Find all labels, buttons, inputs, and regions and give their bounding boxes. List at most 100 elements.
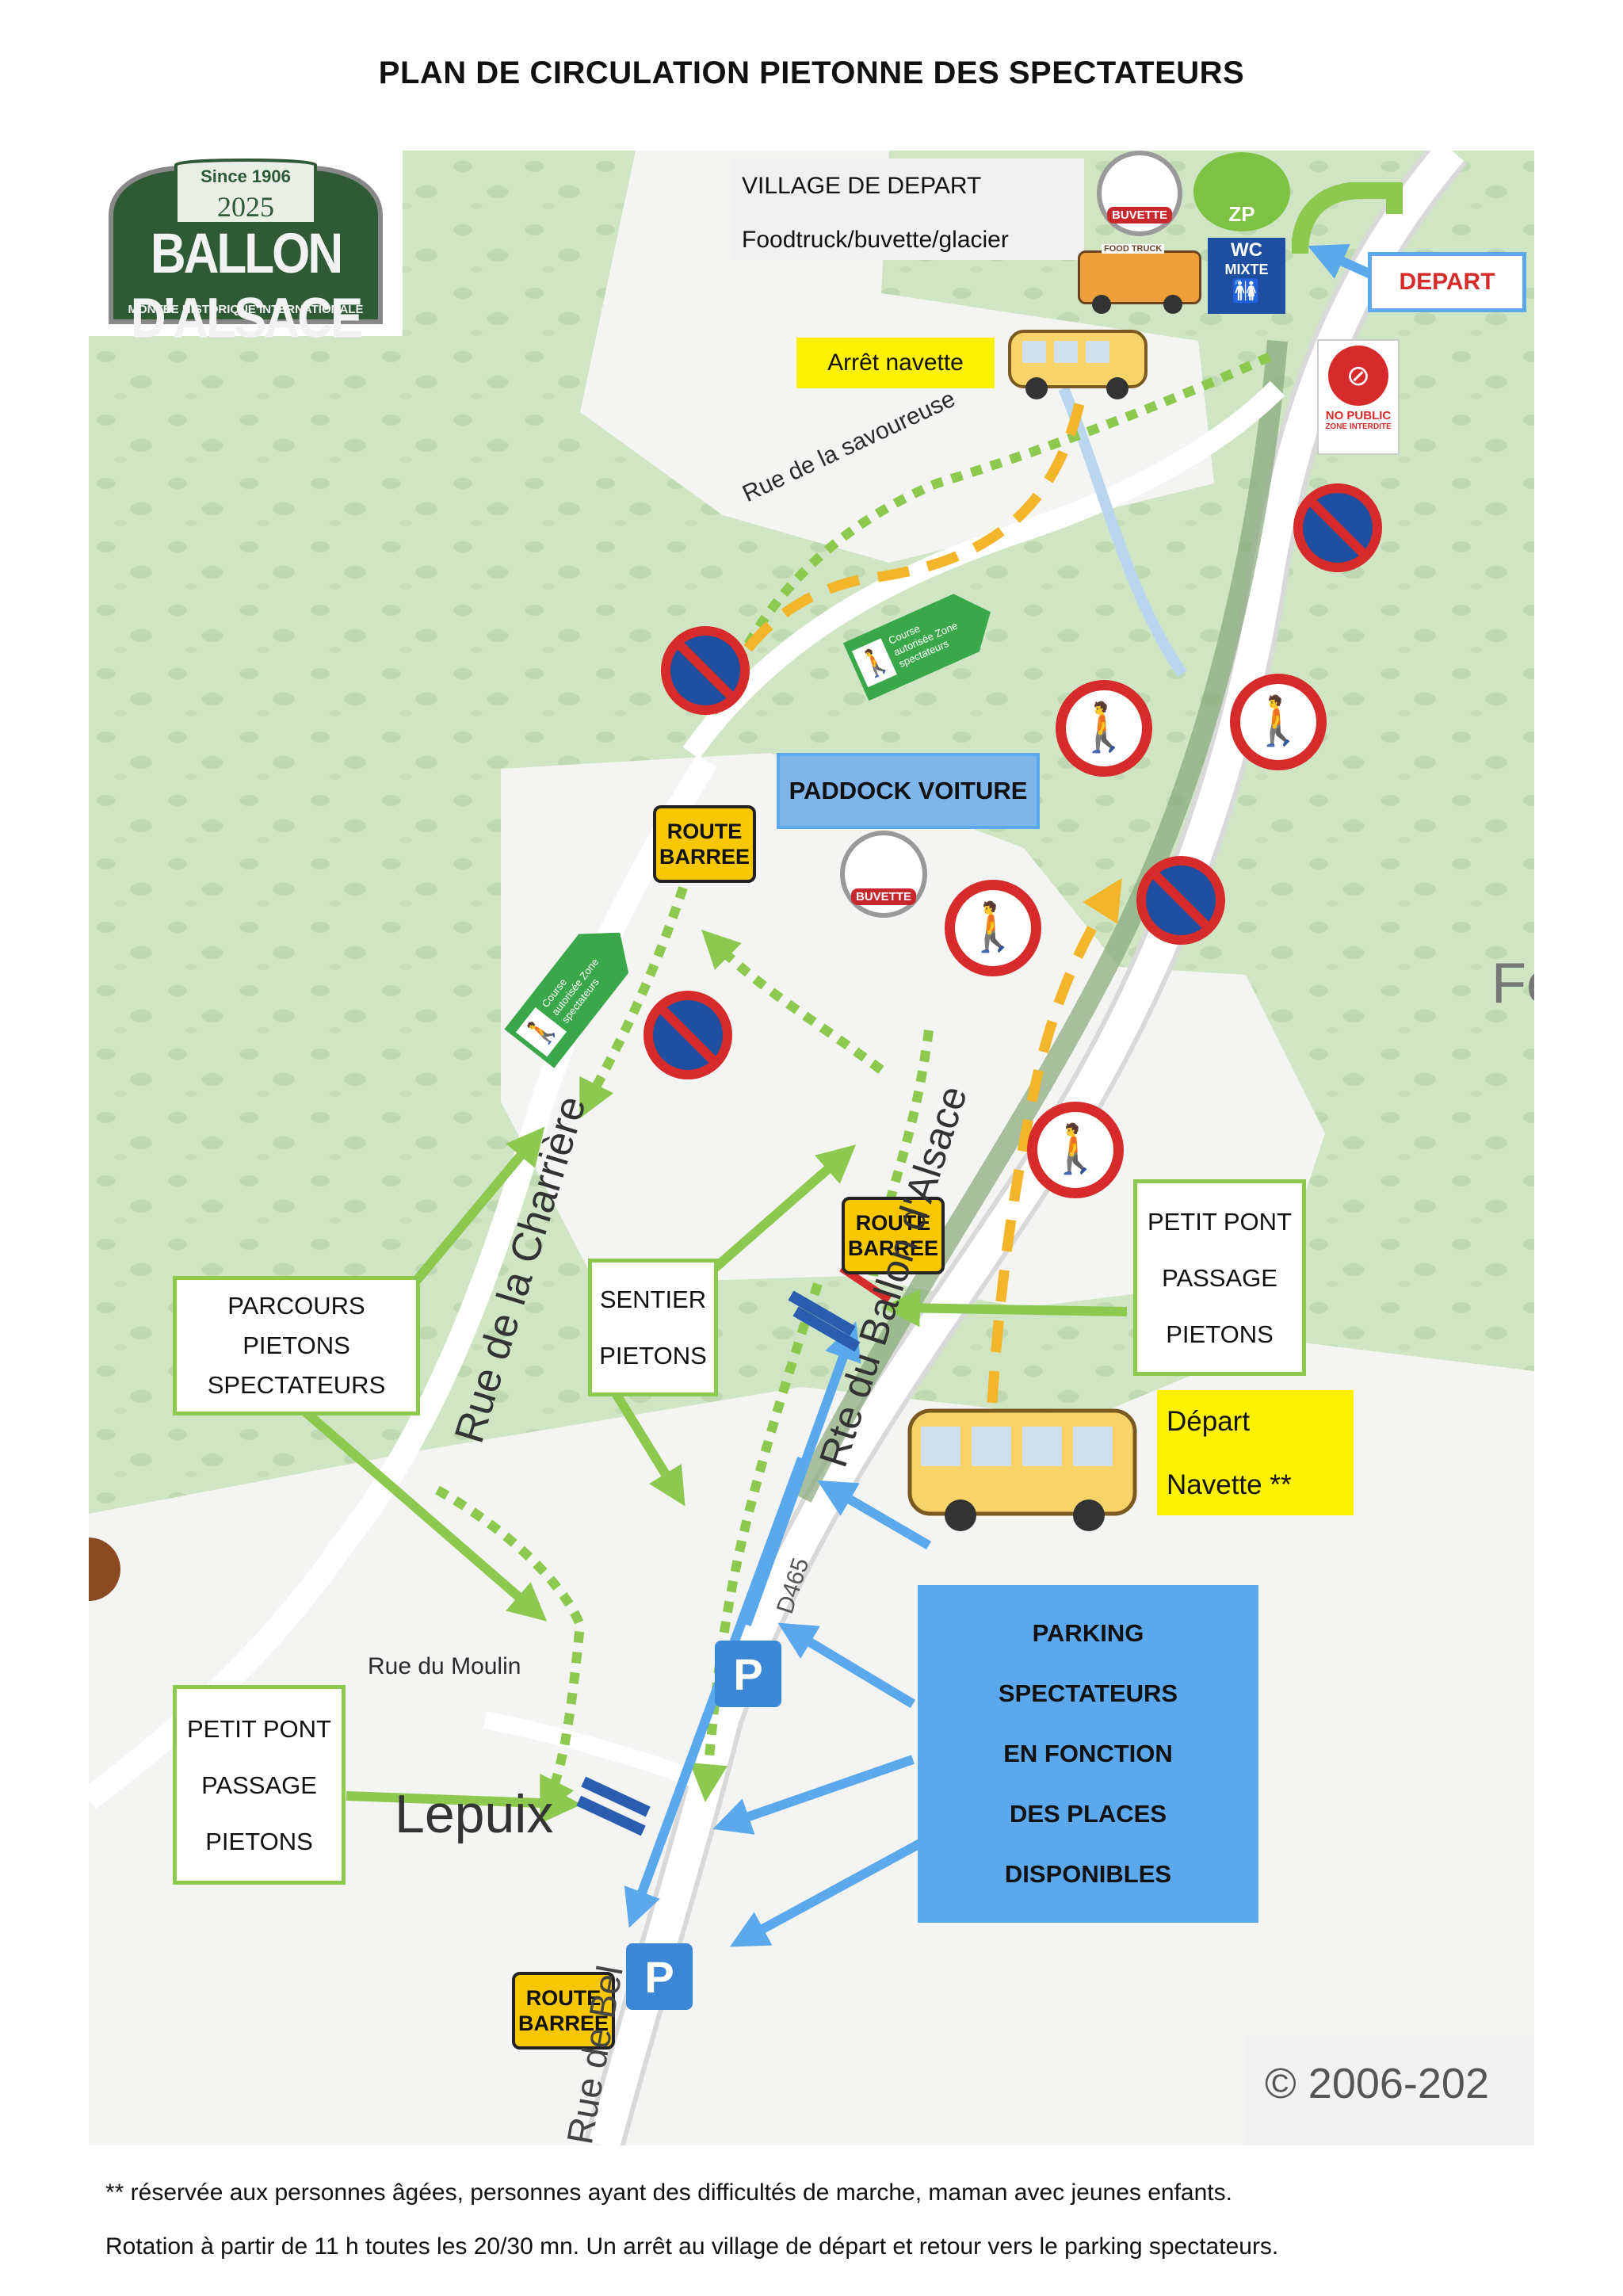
parking-line2: SPECTATEURS (998, 1679, 1178, 1707)
footer-note-1: ** réservée aux personnes âgées, personn… (105, 2179, 1232, 2206)
blue-arrow-1 (817, 1480, 932, 1550)
logo-year: 2025 (217, 191, 274, 223)
depart-text: DEPART (1399, 269, 1495, 295)
pont-bottom-line1: PETIT PONT (186, 1714, 331, 1743)
food-truck-icon: FOOD TRUCK (1070, 244, 1203, 315)
parcours-line2: PIETONS (242, 1331, 350, 1359)
bus-icon-top (1008, 330, 1148, 399)
blue-arrow-4 (729, 1834, 931, 1947)
village-title: VILLAGE DE DEPART (742, 173, 982, 199)
village-services: Foodtruck/buvette/glacier (742, 227, 1009, 253)
green-arrow-sentier-up (712, 1144, 857, 1272)
parking-line4: DES PLACES (1009, 1800, 1167, 1828)
petit-pont-bottom-box: PETIT PONT PASSAGE PIETONS (173, 1685, 346, 1885)
route-barree-sign-1: ROUTE BARREE (653, 805, 756, 883)
rally-plate-icon (109, 159, 383, 324)
buvette-label: BUVETTE (1106, 207, 1172, 223)
buvette-icon: BUVETTE (1097, 151, 1182, 236)
start-arch-icon (1292, 182, 1403, 254)
page-title: PLAN DE CIRCULATION PIETONNE DES SPECTAT… (378, 55, 1245, 90)
sentier-pietons-box: SENTIER PIETONS (588, 1259, 718, 1396)
zp-label: ZP (1228, 202, 1255, 226)
green-arrow-sentier-down (607, 1384, 685, 1507)
pont-bottom-line2: PASSAGE (201, 1771, 317, 1799)
pont-top-line3: PIETONS (1166, 1320, 1274, 1348)
no-pedestrian-icon-4: 🚶 (1027, 1102, 1124, 1198)
road-charriere (89, 755, 717, 1809)
parcours-line3: SPECTATEURS (207, 1371, 386, 1399)
road-label-moulin: Rue du Moulin (368, 1653, 521, 1679)
route-barree-line2: BARREE (847, 1236, 938, 1260)
sentier-line2: PIETONS (599, 1342, 707, 1370)
parking-line1: PARKING (1032, 1619, 1144, 1647)
route-barree-line2: BARREE (517, 2011, 609, 2035)
no-parking-icon-1 (1293, 483, 1382, 572)
parking-line3: EN FONCTION (1003, 1740, 1173, 1767)
parcours-line1: PARCOURS (227, 1292, 365, 1320)
route-barree-line2: BARREE (659, 845, 750, 869)
food-truck-label: FOOD TRUCK (1102, 244, 1165, 254)
yellow-shuttle-up (987, 877, 1122, 1404)
no-public-sign: ⊘ NO PUBLIC ZONE INTERDITE (1317, 339, 1400, 455)
no-public-label: NO PUBLIC (1325, 409, 1392, 422)
pont-bottom-line3: PIETONS (205, 1827, 313, 1855)
pont-top-line1: PETIT PONT (1147, 1207, 1292, 1236)
buvette-icon-2: BUVETTE (840, 831, 927, 918)
green-path-sentier (715, 943, 934, 1277)
parking-symbol-1: P (715, 1641, 781, 1707)
green-path-charriere-bottom (435, 1485, 586, 1817)
green-arrow-parcours-down (292, 1399, 548, 1622)
no-pedestrian-icon-2: 🚶 (1230, 674, 1327, 770)
place-label-fe: Fe (1491, 952, 1534, 1015)
pont-top-line2: PASSAGE (1162, 1263, 1277, 1292)
route-barree-line1: ROUTE (666, 819, 743, 843)
no-pedestrian-icon-1: 🚶 (1056, 680, 1152, 777)
sentier-line1: SENTIER (599, 1286, 707, 1313)
footer-note-2: Rotation à partir de 11 h toutes les 20/… (105, 2233, 1279, 2260)
depart-navette-line1: Départ (1167, 1406, 1251, 1437)
parking-spectateurs-box: PARKING SPECTATEURS EN FONCTION DES PLAC… (918, 1585, 1258, 1923)
parking-line5: DISPONIBLES (1004, 1860, 1172, 1888)
green-arrow-pont-bottom (346, 1784, 582, 1823)
no-pedestrian-icon-3: 🚶 (945, 880, 1041, 976)
village-label: VILLAGE DE DEPART Foodtruck/buvette/glac… (732, 159, 1084, 260)
no-parking-icon-3 (643, 991, 732, 1079)
green-arrow-parcours-up (410, 1126, 545, 1287)
depart-label: DEPART (1368, 252, 1526, 312)
route-barree-sign-3: ROUTE BARREE (512, 1972, 615, 2050)
route-barree-line1: ROUTE (525, 1986, 601, 2010)
yellow-shuttle-down (705, 403, 1085, 716)
parcours-pietons-box: PARCOURS PIETONS SPECTATEURS (173, 1276, 420, 1415)
depart-navette-line2: Navette ** (1167, 1469, 1292, 1500)
route-barree-sign-2: ROUTE BARREE (842, 1197, 945, 1274)
map-base (89, 151, 1534, 2145)
blue-arrow-3 (712, 1755, 915, 1835)
no-public-icon: ⊘ (1328, 346, 1388, 406)
zp-icon: ZP (1193, 152, 1290, 231)
wc-icon: WC MIXTE 🚻 (1208, 238, 1285, 314)
logo-since: Since 1906 (200, 166, 291, 186)
rally-logo: Since 1906 2025 BALLON D'ALSACE MONTEE H… (89, 151, 403, 350)
green-path-savoureuse (712, 352, 1272, 716)
route-barree-line1: ROUTE (855, 1211, 931, 1235)
green-path-charriere-top (579, 886, 688, 1119)
map-copyright: © 2006-202 (1265, 2060, 1489, 2107)
road-savoureuse (682, 380, 1285, 759)
map[interactable]: Since 1906 2025 BALLON D'ALSACE MONTEE H… (89, 151, 1534, 2145)
logo-name: BALLON D'ALSACE (130, 222, 363, 350)
parking-symbol-2: P (626, 1943, 693, 2010)
bridge-bottom (576, 1776, 651, 1836)
bus-icon-large (907, 1408, 1137, 1531)
no-parking-icon-2 (661, 626, 750, 715)
wc-mixte-label: MIXTE (1224, 262, 1269, 277)
arret-navette-label: Arrêt navette (796, 338, 995, 388)
no-parking-icon-4 (1136, 856, 1225, 945)
blue-arrow-2 (777, 1622, 916, 1709)
place-label-lepuix: Lepuix (395, 1784, 554, 1844)
wc-label: WC (1231, 239, 1262, 261)
depart-navette-box: Départ Navette ** (1157, 1390, 1354, 1515)
paddock-label: PADDOCK VOITURE (777, 753, 1040, 829)
no-public-sublabel: ZONE INTERDITE (1325, 422, 1392, 431)
buvette-label-2: BUVETTE (850, 888, 916, 905)
logo-subtitle: MONTEE HISTORIQUE INTERNATIONALE (128, 303, 364, 316)
